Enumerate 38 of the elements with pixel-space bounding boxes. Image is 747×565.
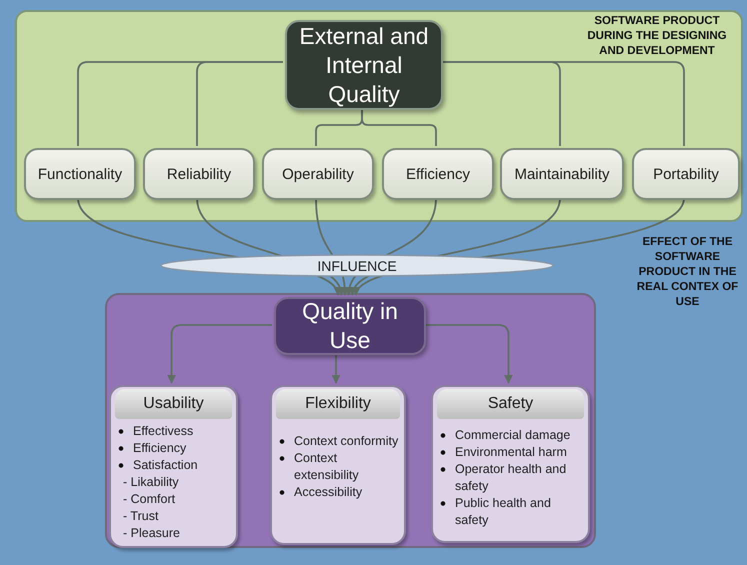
box-label: Efficiency bbox=[406, 166, 470, 182]
design-panel bbox=[15, 10, 743, 222]
box-label: External and Internal Quality bbox=[298, 22, 430, 108]
arrow bbox=[167, 324, 272, 384]
usability-card bbox=[109, 385, 238, 548]
card-heading: Usability bbox=[115, 389, 232, 419]
quality-box bbox=[143, 148, 255, 200]
box-label: Reliability bbox=[166, 166, 232, 182]
quality-box bbox=[262, 148, 374, 200]
box-label: Maintainability bbox=[514, 166, 610, 182]
connector-line bbox=[361, 108, 437, 146]
sub-item: - Comfort bbox=[122, 491, 176, 508]
quality-box bbox=[500, 148, 624, 200]
sub-item: - Likability bbox=[122, 474, 180, 491]
quality-box bbox=[382, 148, 494, 200]
safety-card bbox=[431, 385, 590, 543]
panel-caption: SOFTWARE PRODUCT DURING THE DESIGNING AND DEVELOPMENT bbox=[586, 14, 728, 59]
side-note: EFFECT OF THE SOFTWARE PRODUCT IN THE REAL CONTEX OF USE bbox=[636, 235, 740, 310]
quality-in-use-box bbox=[274, 297, 426, 355]
card-heading: Flexibility bbox=[276, 389, 400, 419]
arrow bbox=[332, 353, 340, 384]
quality-box bbox=[632, 148, 740, 200]
arrow bbox=[424, 324, 513, 384]
bullet-item: Context conformity bbox=[278, 433, 400, 450]
box-label: Operability bbox=[282, 166, 354, 182]
use-panel bbox=[105, 293, 596, 548]
card-heading: Safety bbox=[437, 389, 584, 419]
sub-item: - Pleasure bbox=[122, 525, 181, 542]
connector-line bbox=[441, 61, 685, 146]
flexibility-card bbox=[270, 385, 406, 545]
sub-item: - Trust bbox=[122, 508, 160, 525]
box-label: Quality in Use bbox=[301, 297, 399, 355]
connector-line bbox=[196, 61, 283, 146]
quality-box bbox=[24, 148, 136, 200]
box-label: Functionality bbox=[38, 166, 122, 182]
main-quality-box bbox=[285, 20, 443, 110]
box-label: Portability bbox=[653, 166, 719, 182]
influence-label: INFLUENCE bbox=[317, 258, 397, 274]
